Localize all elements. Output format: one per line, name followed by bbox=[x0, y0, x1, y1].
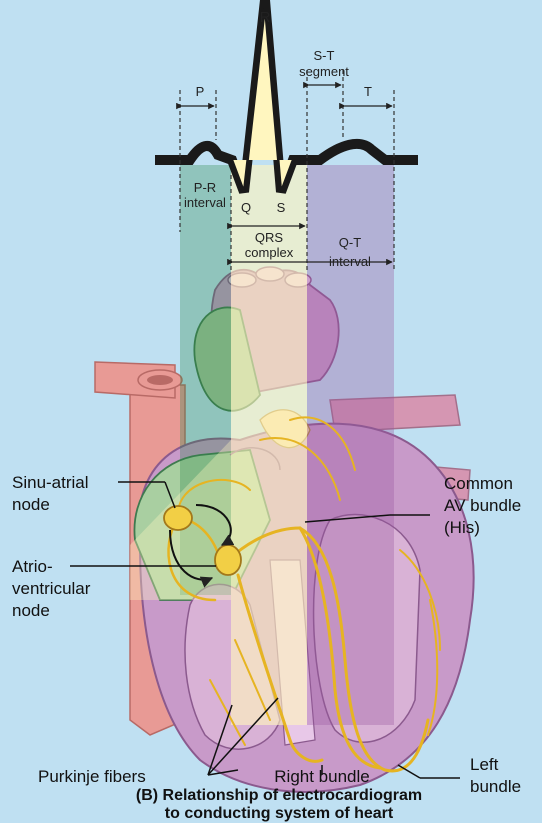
sa-node-label-line2: node bbox=[12, 495, 50, 514]
st-label-line1: S-T bbox=[314, 48, 335, 63]
right-bundle-label: Right bundle bbox=[274, 767, 369, 786]
t-wave-label: T bbox=[364, 84, 372, 99]
qt-label-line2: interval bbox=[329, 254, 371, 269]
av-node bbox=[215, 545, 241, 575]
av-node-label-line1: Atrio- bbox=[12, 557, 53, 576]
his-label-line3: (His) bbox=[444, 518, 480, 537]
qrs-label-line1: QRS bbox=[255, 230, 284, 245]
his-label-line1: Common bbox=[444, 474, 513, 493]
pr-label-line2: interval bbox=[184, 195, 226, 210]
sa-node-label-line1: Sinu-atrial bbox=[12, 473, 89, 492]
left-bundle-label-line1: Left bbox=[470, 755, 499, 774]
s-wave-label: S bbox=[277, 200, 286, 215]
caption-line1: (B) Relationship of electrocardiogram bbox=[136, 787, 422, 804]
st-label-line2: segment bbox=[299, 64, 349, 79]
av-node-label-line3: node bbox=[12, 601, 50, 620]
av-node-label-line2: ventricular bbox=[12, 579, 91, 598]
r-wave-label: R bbox=[260, 9, 271, 26]
qrs-label-line2: complex bbox=[245, 245, 294, 260]
qt-label-line1: Q-T bbox=[339, 235, 361, 250]
sa-node bbox=[164, 506, 192, 530]
pr-label-line1: P-R bbox=[194, 180, 216, 195]
q-wave-label: Q bbox=[241, 200, 251, 215]
p-wave-label: P bbox=[196, 84, 205, 99]
purkinje-label: Purkinje fibers bbox=[38, 767, 146, 786]
left-bundle-label-line2: bundle bbox=[470, 777, 521, 796]
his-label-line2: AV bundle bbox=[444, 496, 521, 515]
caption-line2: to conducting system of heart bbox=[165, 805, 394, 822]
